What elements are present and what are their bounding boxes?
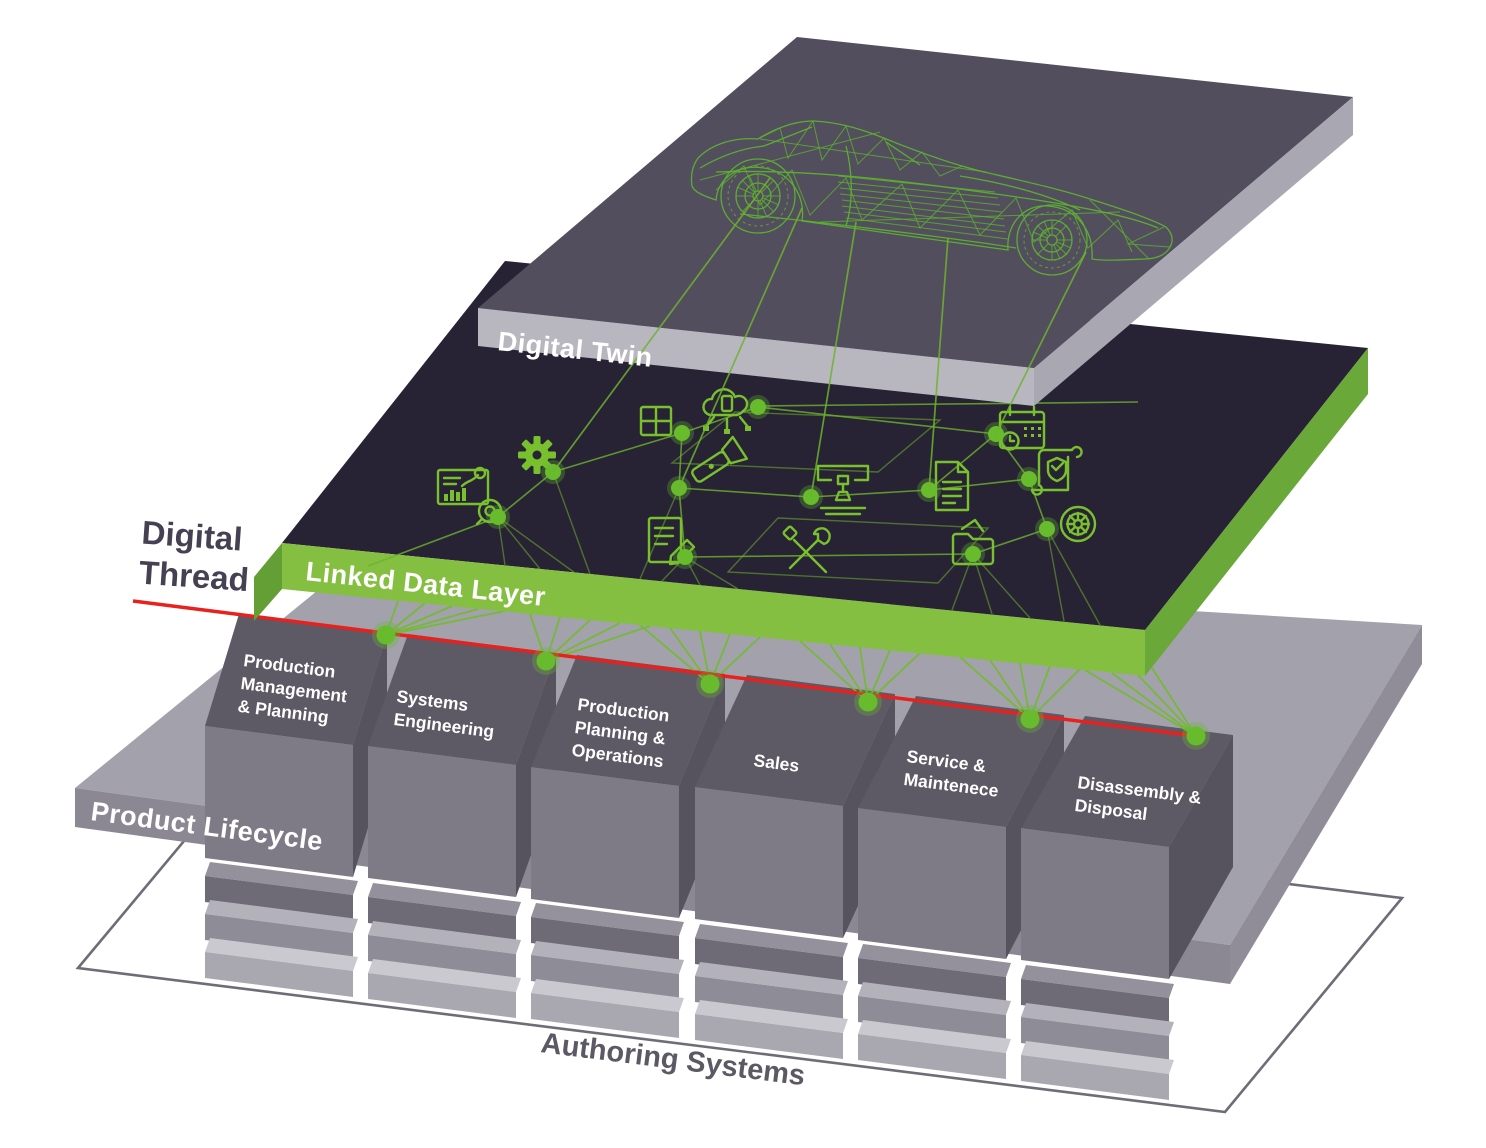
stage-box-stacks [205, 862, 1174, 1100]
gear-icon [518, 436, 556, 474]
lifecycle-stage-boxes [205, 614, 1233, 979]
thread-nodes [372, 621, 1210, 750]
stage-box-stack [1021, 965, 1174, 1100]
network-node [486, 505, 510, 529]
stage-box-stack [205, 862, 358, 997]
digital-thread-label: DigitalThread [138, 514, 253, 598]
wheel-icon [1059, 505, 1097, 543]
window-grid-icon [639, 405, 673, 437]
car-front-wheel [720, 158, 796, 234]
thread-node [854, 688, 882, 716]
flashlight-icon [691, 435, 749, 483]
document-icon [934, 460, 970, 512]
thread-node [532, 647, 560, 675]
digital-twin-slab [478, 37, 1353, 406]
twin-slab-right [1034, 97, 1353, 406]
data-slab-right-band [1145, 348, 1368, 676]
stage-box [858, 696, 1064, 959]
lifecycle-slab-right [1230, 625, 1422, 984]
stage-box-stack [368, 883, 521, 1018]
digital-thread [132, 599, 1210, 750]
stage-box [368, 634, 556, 897]
car-rear-wheel [1016, 204, 1088, 276]
thread-node [696, 670, 724, 698]
thread-node [1016, 705, 1044, 733]
stage-box-stack [858, 944, 1011, 1079]
stage-box [205, 614, 387, 877]
thread-node [1182, 722, 1210, 750]
network-zone [726, 517, 990, 584]
network-zone [670, 411, 942, 473]
network-node [1035, 517, 1059, 541]
document-edit-icon [647, 516, 696, 566]
network-node [673, 545, 697, 569]
twin-slab-front [478, 308, 1034, 406]
analytics-icon [436, 466, 503, 526]
digital-thread-line [132, 599, 1197, 738]
data-slab-left-cap [254, 543, 282, 621]
thread-fan-lines [385, 600, 1197, 737]
car-wireframe [690, 119, 1173, 276]
network-node [1017, 467, 1041, 491]
certificate-icon [1030, 445, 1083, 496]
data-slab-front-band [282, 543, 1145, 676]
network-node [746, 395, 770, 419]
thread-node [372, 621, 400, 649]
data-network [367, 401, 1139, 626]
network-node [961, 542, 985, 566]
stage-box-stack [695, 924, 848, 1059]
twin-link-lines [552, 177, 1087, 498]
stage-label-production-planning: ProductionPlanning &Operations [571, 694, 671, 771]
stage-box-stack [531, 903, 684, 1038]
network-nodes [486, 395, 1059, 569]
tools-icon [782, 525, 831, 574]
linked-data-icons [436, 388, 1097, 574]
printer-3d-icon [816, 464, 870, 516]
stage-box [1021, 716, 1233, 979]
network-node [670, 421, 694, 445]
folder-icon [951, 518, 995, 566]
